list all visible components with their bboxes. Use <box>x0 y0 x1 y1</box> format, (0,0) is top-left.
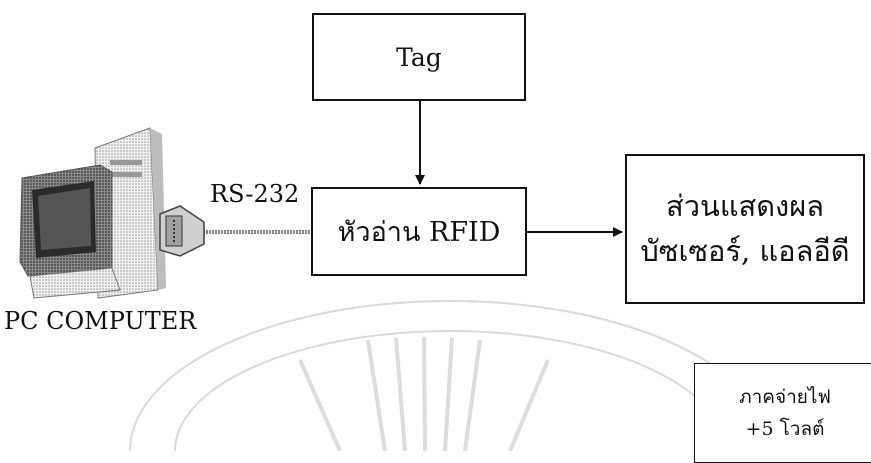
tag-label: Tag <box>396 42 442 72</box>
display-output-box: ส่วนแสดงผล บัซเซอร์, แอลอีดี <box>625 154 865 304</box>
display-line-1: ส่วนแสดงผล <box>666 189 824 224</box>
power-line-1: ภาคจ่ายไฟ <box>739 385 831 408</box>
rfid-reader-label: หัวอ่าน RFID <box>337 217 501 248</box>
power-line-2: +5 โวลต์ <box>745 418 825 440</box>
display-line-2: บัซเซอร์, แอลอีดี <box>640 234 850 268</box>
pc-computer-icon <box>19 127 166 299</box>
db9-connector-icon <box>159 205 205 257</box>
tag-box: Tag <box>312 13 526 101</box>
rfid-reader-box: หัวอ่าน RFID <box>311 187 527 276</box>
pc-computer-label: PC COMPUTER <box>4 307 197 335</box>
power-supply-box: ภาคจ่ายไฟ +5 โวลต์ <box>694 363 871 463</box>
connectors <box>200 101 623 237</box>
rs232-label: RS-232 <box>210 180 300 208</box>
